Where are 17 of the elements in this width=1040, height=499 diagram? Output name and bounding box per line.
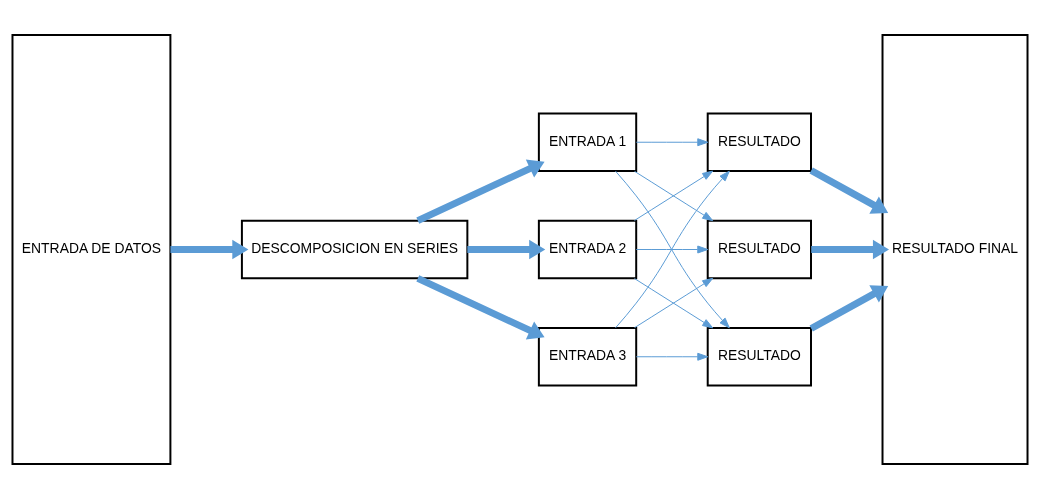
node-box: RESULTADO — [706, 112, 812, 173]
arrow — [809, 285, 889, 332]
arrow — [809, 167, 889, 214]
node-box: ENTRADA 1 — [537, 112, 638, 173]
arrow — [635, 245, 709, 254]
arrow — [416, 275, 545, 340]
arrow — [416, 159, 545, 224]
arrow — [635, 352, 709, 361]
node-box: DESCOMPOSICION EN SERIES — [240, 219, 469, 280]
node-box: RESULTADO — [706, 219, 812, 280]
node-box: RESULTADO — [706, 326, 812, 387]
node-box: ENTRADA DE DATOS — [11, 33, 172, 466]
node-box: RESULTADO FINAL — [881, 33, 1029, 466]
node-box: ENTRADA 3 — [537, 326, 638, 387]
arrow — [635, 138, 709, 147]
arrow — [615, 170, 730, 329]
node-box: ENTRADA 2 — [537, 219, 638, 280]
